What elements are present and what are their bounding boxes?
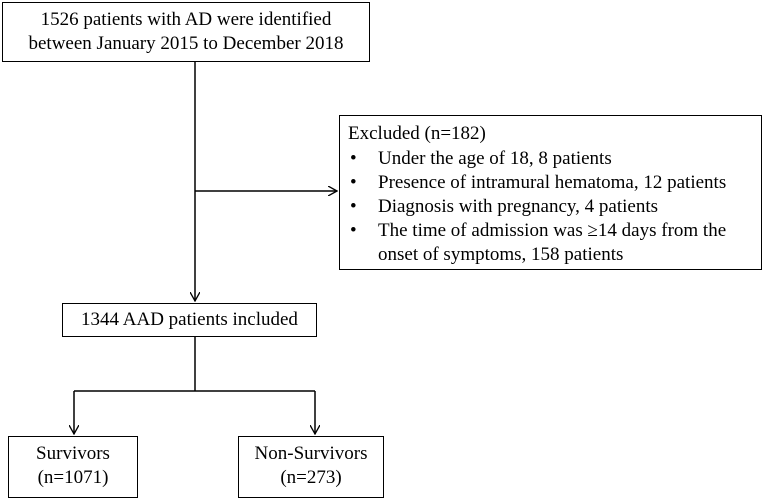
excluded-title: Excluded (n=182) [348,123,486,144]
survivors-box: Survivors (n=1071) [8,436,138,498]
identified-line-1: 1526 patients with AD were identified [40,9,332,30]
non-survivors-count: (n=273) [280,467,342,488]
excluded-item-text: Diagnosis with pregnancy, 4 patients [378,196,659,217]
excluded-item: • Diagnosis with pregnancy, 4 patients [348,195,753,219]
bullet: • [350,148,357,169]
bullet: • [350,196,357,217]
non-survivors-box: Non-Survivors (n=273) [238,436,384,498]
identified-patients-box: 1526 patients with AD were identified be… [2,2,370,62]
excluded-item: • Under the age of 18, 8 patients [348,147,753,171]
identified-line-2: between January 2015 to December 2018 [28,33,344,54]
excluded-item-text: Under the age of 18, 8 patients [378,148,612,169]
excluded-box: Excluded (n=182) • Under the age of 18, … [339,115,762,270]
included-patients-box: 1344 AAD patients included [62,303,317,337]
survivors-label: Survivors [36,443,110,464]
excluded-item: • Presence of intramural hematoma, 12 pa… [348,171,753,195]
excluded-item-text: The time of admission was ≥14 days from … [378,220,727,265]
excluded-item-text: Presence of intramural hematoma, 12 pati… [378,172,727,193]
included-label: 1344 AAD patients included [81,309,298,330]
bullet: • [350,172,357,193]
bullet: • [350,220,357,241]
survivors-count: (n=1071) [37,467,109,488]
excluded-item: • The time of admission was ≥14 days fro… [348,219,753,267]
non-survivors-label: Non-Survivors [254,443,368,464]
excluded-list: • Under the age of 18, 8 patients • Pres… [348,147,753,267]
